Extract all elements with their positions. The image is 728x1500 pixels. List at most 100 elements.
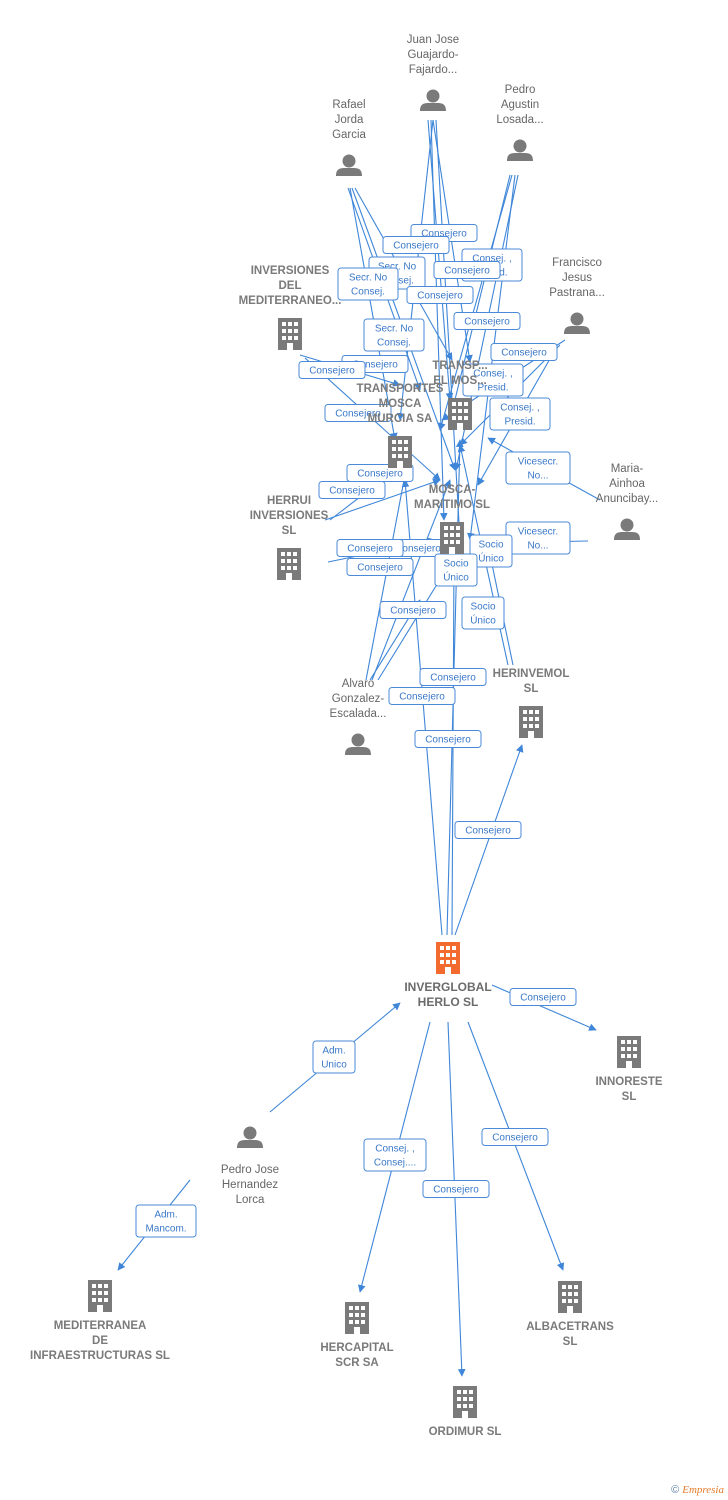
building-icon (278, 318, 302, 350)
node-label-alvaro: Escalada... (330, 708, 387, 720)
relation-edge-4 (430, 119, 448, 521)
node-ordimur[interactable]: ORDIMUR SL (429, 1386, 502, 1438)
relation-text: Consejero (357, 563, 403, 574)
building-icon (617, 1036, 641, 1068)
node-label-maria: Anuncibay... (596, 493, 658, 505)
building-icon (453, 1386, 477, 1418)
relation-text: Consejero (465, 826, 511, 837)
relation-label-r7[interactable]: Consejero (406, 286, 474, 304)
brand-link[interactable]: Empresia (682, 1484, 724, 1496)
relation-label-r10[interactable]: Consejero (490, 343, 558, 361)
node-francisco[interactable]: FranciscoJesusPastrana... (549, 257, 605, 334)
relation-text: Consejero (425, 735, 471, 746)
relation-text: Único (470, 614, 496, 627)
relation-label-r33[interactable]: Consej. ,Consej.... (363, 1138, 427, 1172)
relation-text: Consejero (433, 1185, 479, 1196)
node-label-herinvemol: HERINVEMOL (493, 668, 570, 680)
node-albacetrans[interactable]: ALBACETRANS SL (526, 1281, 614, 1348)
relation-text: Socio (470, 602, 495, 613)
building-icon (345, 1302, 369, 1334)
relation-label-r36[interactable]: Adm. Mancom. (135, 1204, 197, 1238)
relation-label-r15[interactable]: Consej. ,Presid. (489, 397, 551, 431)
relation-label-r23[interactable]: Consejero (346, 558, 414, 576)
relation-label-r5[interactable]: Consejero (433, 261, 501, 279)
node-label-pedroag: Agustin (501, 99, 539, 111)
node-label-albacetrans: ALBACETRANS (526, 1321, 614, 1333)
node-label-transmur: TRANSPORTES (357, 383, 444, 395)
relation-label-r20[interactable]: Consejero (336, 539, 404, 557)
relation-label-r31[interactable]: Consejero (509, 988, 577, 1006)
relation-text: Consejero (395, 544, 441, 555)
node-label-albacetrans: SL (563, 1336, 578, 1348)
node-invmed[interactable]: INVERSIONESDELMEDITERRANEO... (239, 265, 342, 350)
relation-text: Secr. No (349, 273, 388, 284)
relation-label-r13[interactable]: Consejero (298, 361, 366, 379)
relation-label-r34[interactable]: Consejero (481, 1128, 549, 1146)
node-juan[interactable]: Juan JoseGuajardo-Fajardo... (407, 34, 459, 111)
relation-text: Mancom. (145, 1224, 186, 1235)
relation-text: Consejero (501, 348, 547, 359)
relation-label-r14[interactable]: Consejero (324, 404, 392, 422)
relation-text: Consejero (520, 993, 566, 1004)
relation-label-r8[interactable]: Consejero (453, 312, 521, 330)
node-label-transmosca: EL MOS... (433, 375, 486, 387)
relation-edge-6 (349, 187, 398, 441)
building-icon (388, 436, 412, 468)
relation-label-r35[interactable]: Consejero (422, 1180, 490, 1198)
node-pedroag[interactable]: PedroAgustinLosada... (496, 84, 544, 161)
node-maria[interactable]: Maria- AinhoaAnuncibay... (596, 463, 658, 540)
relation-edge-12 (438, 174, 513, 431)
building-icon (277, 548, 301, 580)
relation-text: Consej. , (375, 1144, 414, 1155)
node-label-maria: Ainhoa (609, 478, 645, 490)
node-mosca[interactable]: MOSCA-MARITIMO SL (414, 484, 490, 554)
relation-label-r2[interactable]: Consejero (382, 236, 450, 254)
relation-text: Adm. (154, 1210, 177, 1221)
node-label-pedrojose: Pedro Jose (221, 1164, 279, 1176)
node-transmosca[interactable]: TRANSP...EL MOS... (432, 360, 488, 430)
node-label-pedroag: Losada... (496, 114, 543, 126)
relation-label-r29[interactable]: Consejero (414, 730, 482, 748)
relation-label-r30[interactable]: Consejero (454, 821, 522, 839)
relation-text: No... (527, 471, 548, 482)
node-alvaro[interactable]: AlvaroGonzalez-Escalada... (330, 678, 387, 755)
relation-label-r32[interactable]: Adm.Unico (312, 1040, 356, 1074)
relation-text: Vicesecr. (518, 527, 558, 538)
node-label-alvaro: Alvaro (342, 678, 375, 690)
relation-label-r12[interactable]: Consej. ,Presid. (462, 363, 524, 397)
node-label-francisco: Pastrana... (549, 287, 605, 299)
relation-label-r16[interactable]: Vicesecr.No... (505, 451, 571, 485)
relation-edge-22 (324, 478, 441, 521)
relation-text: Presid. (504, 417, 535, 428)
node-label-hercapital: HERCAPITAL (320, 1342, 393, 1354)
node-label-ordimur: ORDIMUR SL (429, 1426, 502, 1438)
relation-text: Consejero (347, 544, 393, 555)
relation-label-r28[interactable]: Consejero (388, 687, 456, 705)
node-label-center: INVERGLOBAL (404, 980, 491, 994)
node-label-medinfra: DE (92, 1335, 108, 1347)
relation-text: Consejero (335, 409, 381, 420)
relation-label-r25[interactable]: Consejero (379, 601, 447, 619)
relation-label-r21[interactable]: Vicesecr.No... (505, 521, 571, 555)
relation-text: Único (443, 571, 469, 584)
node-label-invmed: INVERSIONES (251, 265, 330, 277)
relation-label-r18[interactable]: Consejero (318, 481, 386, 499)
node-label-maria: Maria- (611, 463, 644, 475)
relation-edge-24 (365, 474, 408, 681)
relation-label-r27[interactable]: Consejero (419, 668, 487, 686)
